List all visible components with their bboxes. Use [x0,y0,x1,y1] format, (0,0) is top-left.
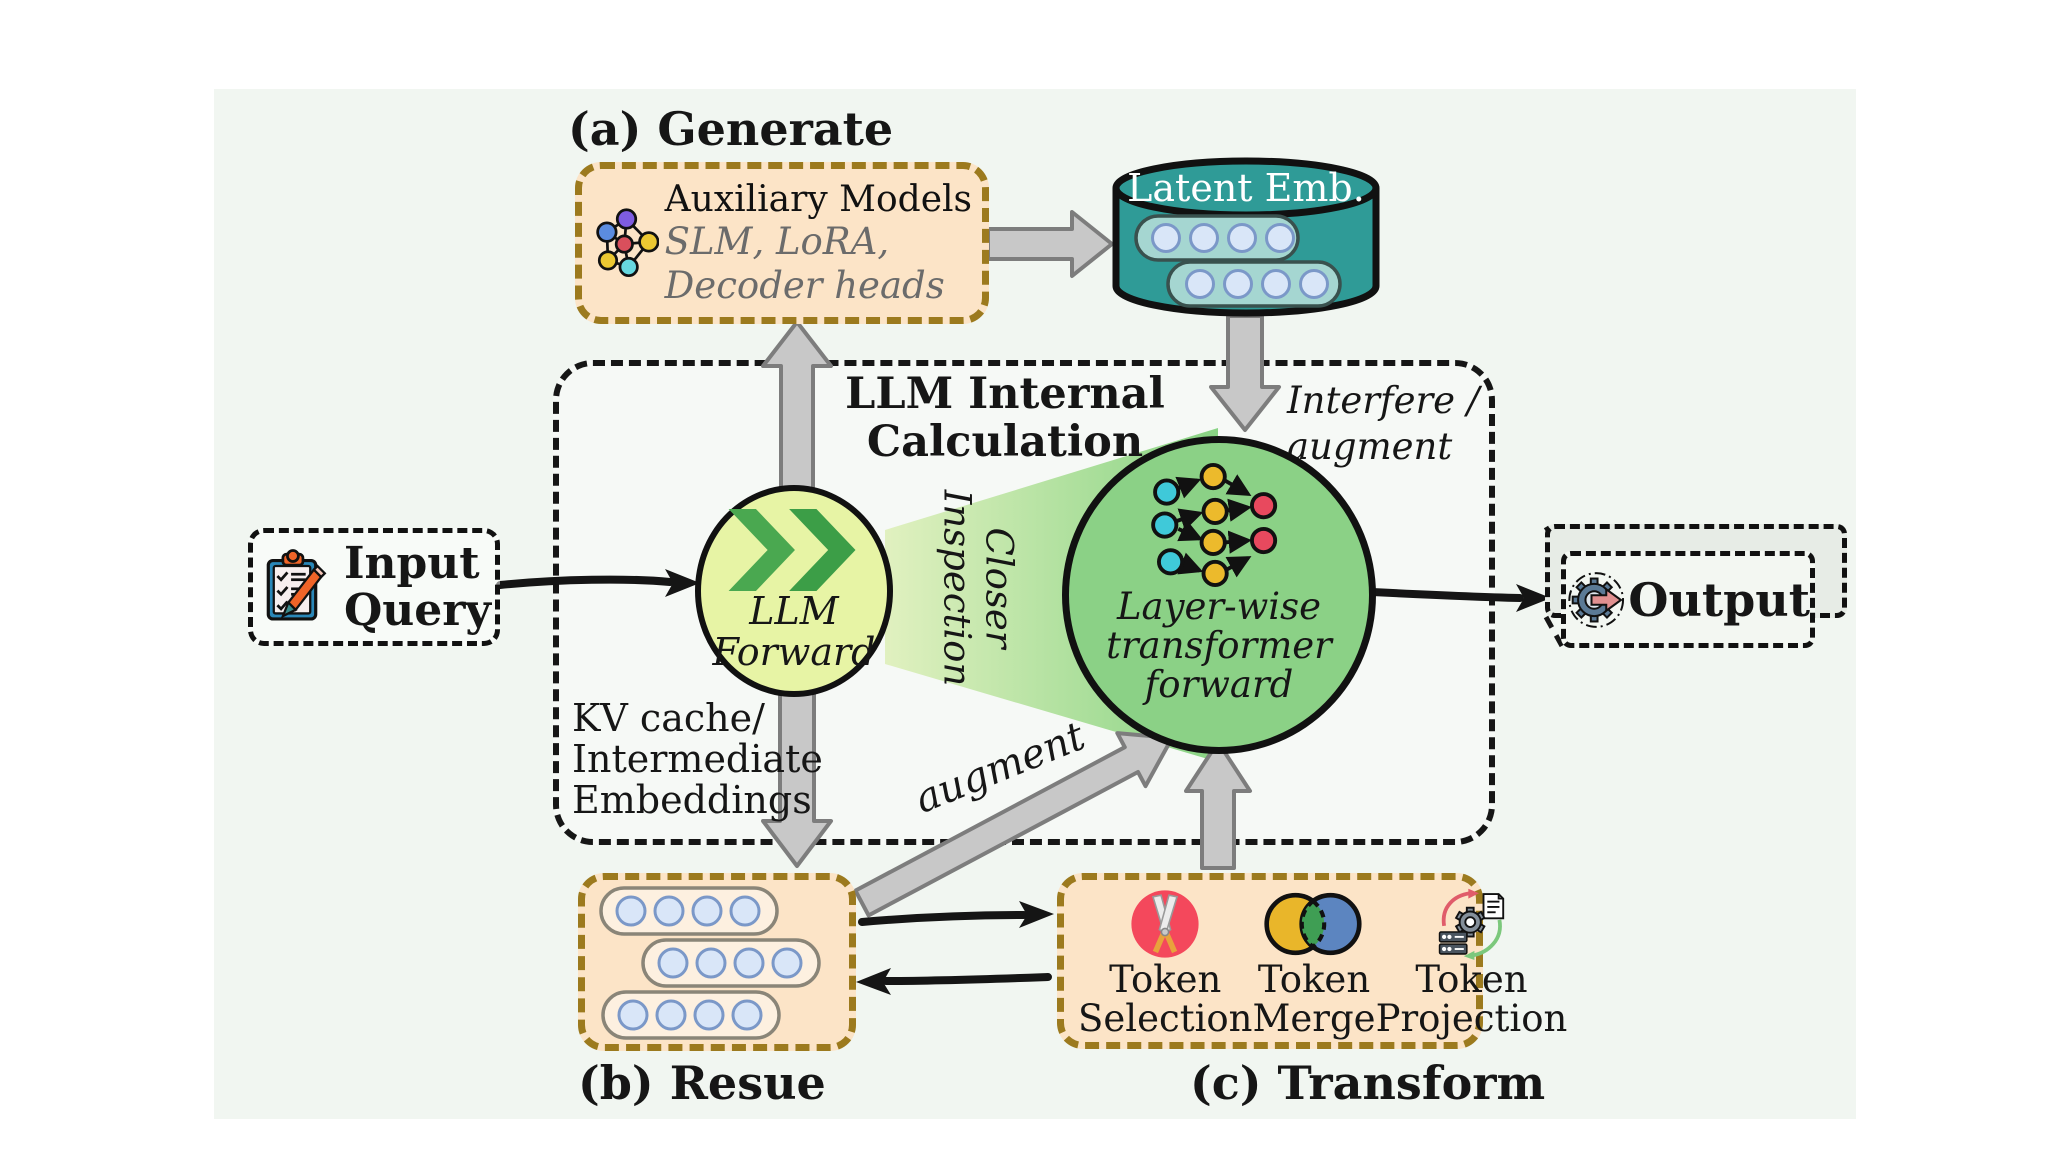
llm-forward-node: LLM Forward [695,485,893,697]
gear-output-icon [1568,571,1625,628]
kv-cache-label: KV cache/ Intermediate Embeddings [572,696,823,822]
arrow-auxiliary-to-latentdb [986,210,1114,278]
arrow-input-to-llmforward [496,575,674,589]
arrow-llmforward-to-auxiliary [761,320,833,491]
reuse-box [578,873,856,1051]
arrow-reuse-to-layerwise-diagonal [853,731,1174,918]
arrow-latentdb-to-layerwise [1209,314,1281,432]
arrow-reuse-to-transform [858,911,1028,926]
fast-forward-chevrons-icon [728,509,856,591]
auxiliary-models-subtitle-2: Decoder heads [664,263,945,307]
clipboard-pencil-icon [266,549,327,621]
token-flow-icon [1151,463,1278,587]
layerwise-transformer-label: Layer-wise transformer forward [1106,585,1332,706]
section-c-title: (c) Transform [1190,1056,1546,1110]
output-box: Output [1561,551,1815,648]
scissors-icon [1131,890,1199,958]
arrow-layerwise-to-output [1368,588,1524,602]
token-projection-icon [1439,888,1505,960]
token-merge-item: Token Merge [1253,888,1376,1038]
internal-box-title: LLM Internal Calculation [845,369,1165,467]
arrow-transform-to-reuse [882,973,1052,985]
section-b-title: (b) Resue [578,1056,826,1110]
layerwise-transformer-node: Layer-wise transformer forward [1062,436,1376,754]
embedding-stack-icon [599,886,821,1040]
transform-box: Token Selection Token Merge [1057,873,1567,1049]
venn-merge-icon [1264,892,1362,956]
arrow-transform-to-layerwise [1184,740,1252,870]
output-label: Output [1628,572,1810,627]
database-cylinder-icon [1112,157,1380,317]
input-query-box: Input Query [248,528,500,646]
output-box-3d-edge-bottom [1543,615,1565,648]
token-selection-item: Token Selection [1078,888,1253,1038]
llm-forward-label: LLM Forward [712,589,876,674]
auxiliary-models-box: Auxiliary Models SLM, LoRA, Decoder head… [575,162,989,324]
latent-db-label: Latent Emb. [1127,166,1365,210]
arrow-llmforward-to-reuse [761,688,833,868]
latent-embedding-pills [1134,214,1342,308]
token-projection-item: Token Projection [1376,888,1567,1038]
input-query-label: Input Query [343,538,491,636]
section-a-title: (a) Generate [568,102,894,156]
interfere-augment-label: Interfere / augment [1287,379,1480,468]
closer-inspection-label: Closer Inspection [934,489,1020,687]
auxiliary-models-title: Auxiliary Models [664,178,972,220]
auxiliary-models-subtitle-1: SLM, LoRA, [664,219,890,263]
neural-network-icon [596,208,659,278]
